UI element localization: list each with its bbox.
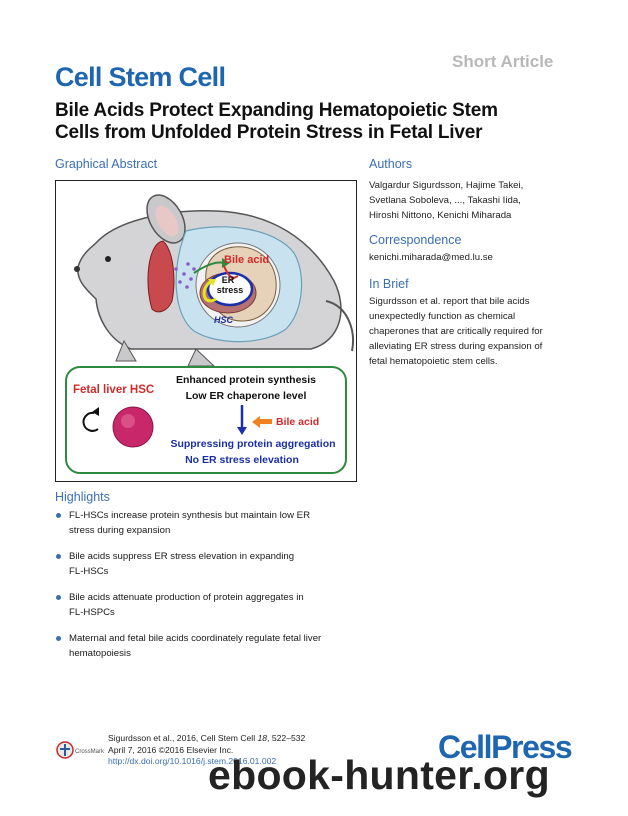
journal-logo: Cell Stem Cell xyxy=(55,62,226,92)
crossmark-badge[interactable]: CrossMark xyxy=(56,741,106,764)
authors-line-2: Svetlana Soboleva, ..., Takashi Iida, xyxy=(369,195,521,206)
doi-link[interactable]: http://dx.doi.org/10.1016/j.stem.2016.01… xyxy=(108,756,277,766)
in-brief-line-2: unexpectedly function as chemical xyxy=(369,311,516,322)
cellpress-logo: CellPress xyxy=(438,729,573,765)
hsc-cell-icon xyxy=(112,406,154,448)
bullet-icon xyxy=(56,595,61,600)
bile-acid-inset-label: Bile acid xyxy=(276,416,319,428)
bullet-icon xyxy=(56,636,61,641)
in-brief-line-4: alleviating ER stress during expansion o… xyxy=(369,341,543,352)
title-line-2: Cells from Unfolded Protein Stress in Fe… xyxy=(55,122,483,143)
no-er-stress: No ER stress elevation xyxy=(185,454,299,466)
authors-list: Valgardur Sigurdsson, Hajime Takei, Svet… xyxy=(369,178,579,223)
graphical-abstract-figure: Bile acid ER stress HSC Fetal liver HSC … xyxy=(65,194,354,474)
graphical-abstract: Bile acid ER stress HSC Fetal liver HSC … xyxy=(55,180,357,482)
highlight-item: Bile acids attenuate production of prote… xyxy=(55,590,355,620)
crossmark-label: CrossMark xyxy=(75,749,105,755)
in-brief-line-3: chaperones that are critically required … xyxy=(369,326,543,337)
low-er-chaperone: Low ER chaperone level xyxy=(186,390,307,402)
article-type-label: Short Article xyxy=(452,52,554,71)
highlights-list: FL-HSCs increase protein synthesis but m… xyxy=(55,508,355,672)
hsc-label: HSC xyxy=(214,315,234,325)
highlight-item: Maternal and fetal bile acids coordinate… xyxy=(55,631,355,661)
highlights-heading: Highlights xyxy=(55,490,110,504)
authors-line-1: Valgardur Sigurdsson, Hajime Takei, xyxy=(369,180,524,191)
fetal-liver-hsc-label: Fetal liver HSC xyxy=(73,384,154,396)
stress-label: stress xyxy=(217,285,244,295)
mouse-illustration xyxy=(74,194,354,367)
correspondence-email[interactable]: kenichi.miharada@med.lu.se xyxy=(369,252,493,263)
crossmark-icon: CrossMark xyxy=(56,741,105,759)
correspondence-heading: Correspondence xyxy=(369,233,462,247)
citation-line-1: Sigurdsson et al., 2016, Cell Stem Cell … xyxy=(108,733,306,743)
cycle-arrowhead-icon xyxy=(92,407,99,416)
cycle-arrow-icon xyxy=(82,411,99,432)
bullet-icon xyxy=(56,513,61,518)
graphical-abstract-heading: Graphical Abstract xyxy=(55,157,158,171)
suppressing-aggregation: Suppressing protein aggregation xyxy=(170,438,335,450)
bullet-icon xyxy=(56,554,61,559)
in-brief-line-1: Sigurdsson et al. report that bile acids xyxy=(369,296,530,307)
bile-acid-label: Bile acid xyxy=(224,254,269,266)
citation-block: Sigurdsson et al., 2016, Cell Stem Cell … xyxy=(108,733,305,768)
highlight-item: FL-HSCs increase protein synthesis but m… xyxy=(55,508,355,538)
authors-line-3: Hiroshi Nittono, Kenichi Miharada xyxy=(369,210,512,221)
enhanced-protein-synthesis: Enhanced protein synthesis xyxy=(176,374,316,386)
title-line-1: Bile Acids Protect Expanding Hematopoiet… xyxy=(55,100,498,121)
authors-heading: Authors xyxy=(369,157,413,171)
article-title: Bile Acids Protect Expanding Hematopoiet… xyxy=(55,100,575,144)
er-label: ER xyxy=(222,275,235,285)
in-brief-heading: In Brief xyxy=(369,277,409,291)
citation-line-2: April 7, 2016 ©2016 Elsevier Inc. xyxy=(108,744,234,755)
in-brief-text: Sigurdsson et al. report that bile acids… xyxy=(369,294,579,369)
highlight-item: Bile acids suppress ER stress elevation … xyxy=(55,549,355,579)
watermark: ebook-hunter.org xyxy=(208,752,550,798)
in-brief-line-5: fetal hematopoietic stem cells. xyxy=(369,356,498,367)
